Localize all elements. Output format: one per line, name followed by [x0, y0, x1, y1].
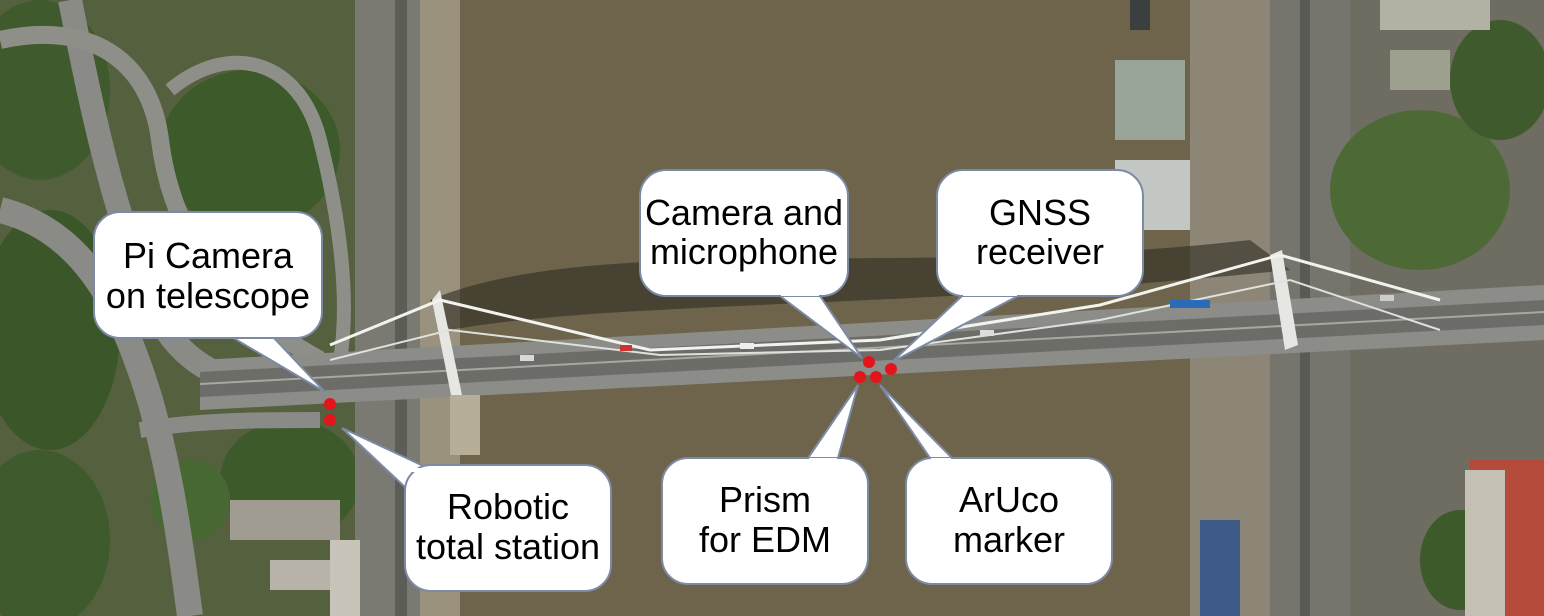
prism-line2: for EDM: [699, 519, 831, 560]
robotic-line2: total station: [416, 526, 600, 567]
pi-camera-line1: Pi Camera: [123, 235, 294, 276]
callout-pi-camera: Pi Camera on telescope: [93, 211, 323, 339]
prism-line1: Prism: [719, 479, 811, 520]
callout-tails: [226, 295, 1019, 490]
callout-camera-microphone: Camera and microphone: [639, 169, 849, 297]
camera-mic-marker: [863, 356, 875, 368]
callout-robotic-total-station: Robotic total station: [404, 464, 612, 592]
aruco-marker-dot: [870, 371, 882, 383]
robotic-line1: Robotic: [447, 486, 569, 527]
bridge: [199, 250, 1544, 455]
total-station-marker: [324, 414, 336, 426]
gnss-line2: receiver: [976, 231, 1104, 272]
pi-camera-line2: on telescope: [106, 275, 310, 316]
callout-aruco-marker: ArUco marker: [905, 457, 1113, 585]
callout-prism-edm: Prism for EDM: [661, 457, 869, 585]
sensor-markers: [324, 356, 897, 426]
aruco-line2: marker: [953, 519, 1065, 560]
aruco-line1: ArUco: [959, 479, 1059, 520]
camera-mic-line1: Camera and: [645, 192, 843, 233]
callout-gnss-receiver: GNSS receiver: [936, 169, 1144, 297]
pi-camera-marker: [324, 398, 336, 410]
gnss-marker: [885, 363, 897, 375]
camera-mic-line2: microphone: [650, 231, 838, 272]
gnss-line1: GNSS: [989, 192, 1091, 233]
prism-marker: [854, 371, 866, 383]
